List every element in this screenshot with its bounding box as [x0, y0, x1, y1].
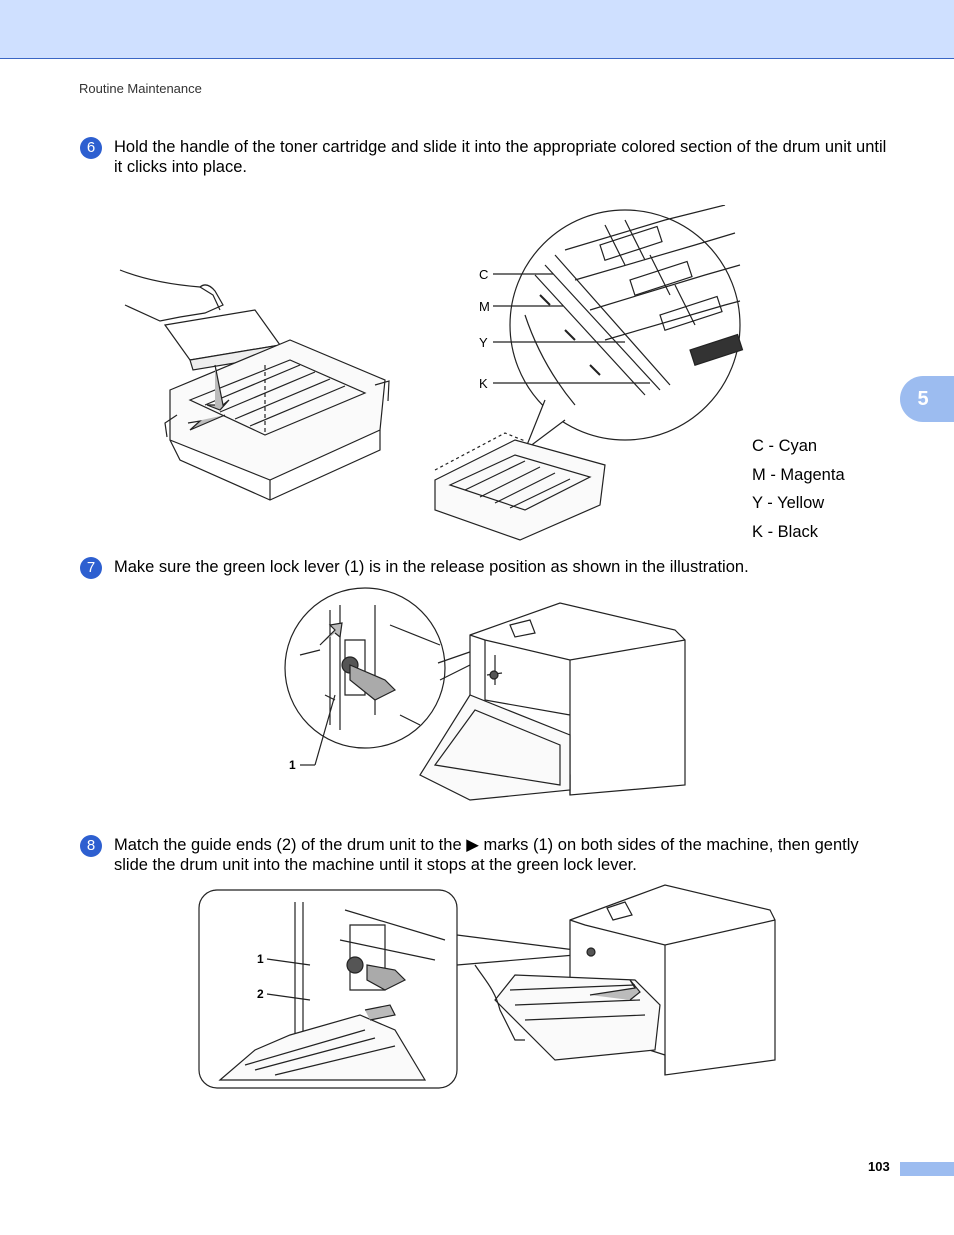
chapter-tab: 5	[900, 376, 954, 422]
legend-cyan: C - Cyan	[752, 437, 818, 455]
step-instruction: Hold the handle of the toner cartridge a…	[114, 138, 887, 176]
callout-y: Y	[479, 335, 488, 350]
toner-install-illustration: C M Y K	[119, 205, 744, 541]
color-legend: C - Cyan M - Magenta Y - Yellow K - Blac…	[752, 432, 845, 546]
header-band	[0, 0, 954, 59]
legend-yellow: Y - Yellow	[752, 494, 825, 512]
callout-1: 1	[257, 952, 264, 966]
legend-magenta: M - Magenta	[752, 465, 845, 484]
callout-m: M	[479, 299, 490, 314]
step-number-badge: 7	[80, 557, 102, 579]
section-label: Routine Maintenance	[79, 81, 202, 96]
chapter-number: 5	[917, 388, 929, 410]
callout-c: C	[479, 267, 488, 282]
step-number-badge: 8	[80, 835, 102, 857]
callout-k: K	[479, 376, 488, 391]
legend-black: K - Black	[752, 522, 819, 541]
step-instruction: Make sure the green lock lever (1) is in…	[114, 558, 749, 576]
lock-lever-illustration: 1	[284, 587, 686, 801]
page-number: 103	[868, 1159, 890, 1174]
step-number-badge: 6	[80, 137, 102, 159]
step-text-part: marks (1) on both sides of the machine, …	[114, 836, 859, 874]
callout-2: 2	[257, 987, 264, 1001]
step-instruction: Match the guide ends (2) of the drum uni…	[114, 835, 889, 875]
callout-1: 1	[289, 758, 296, 772]
drum-insert-illustration: 1 2	[198, 884, 776, 1089]
guide-mark-icon: ▶	[466, 836, 479, 854]
page-number-band	[900, 1162, 954, 1176]
step-text-part: Match the guide ends (2) of the drum uni…	[114, 836, 462, 854]
